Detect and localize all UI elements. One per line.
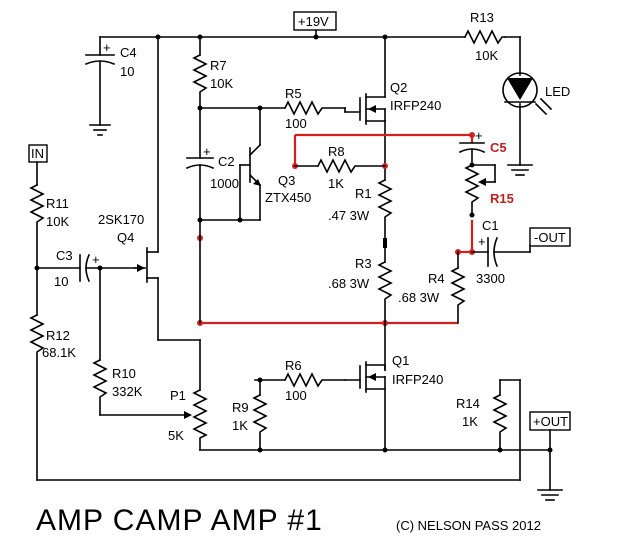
svg-text:1K: 1K [232,418,248,433]
svg-text:332K: 332K [112,384,143,399]
svg-text:R11: R11 [46,196,69,211]
resistor-r6: R6 100 [254,358,346,403]
svg-text:2SK170: 2SK170 [98,212,144,227]
transistor-q3: Q3 ZTX450 [197,143,311,223]
svg-text:.68 3W: .68 3W [398,290,440,305]
svg-text:Q4: Q4 [117,230,134,245]
svg-text:.68 3W: .68 3W [328,276,370,291]
svg-text:10: 10 [120,64,134,79]
svg-text:-OUT: -OUT [534,230,566,245]
svg-text:R12: R12 [46,328,70,343]
port-out-positive: +OUT [529,411,571,501]
svg-text:R5: R5 [285,86,302,101]
svg-text:R1: R1 [355,186,372,201]
svg-text:R9: R9 [232,400,249,415]
svg-text:10K: 10K [210,76,233,91]
svg-text:10K: 10K [46,214,69,229]
svg-text:Q2: Q2 [390,80,407,95]
svg-text:R7: R7 [210,58,227,73]
resistor-r3: R3 .68 3W [328,247,393,324]
copyright: (C) NELSON PASS 2012 [396,518,541,533]
svg-text:Q1: Q1 [392,353,409,368]
svg-text:R14: R14 [456,396,480,411]
svg-text:R13: R13 [470,10,494,25]
svg-text:Q3: Q3 [278,173,295,188]
svg-text:.47 3W: .47 3W [328,208,370,223]
modification-wiring [197,132,475,326]
svg-text:10: 10 [54,274,68,289]
svg-text:ZTX450: ZTX450 [265,190,311,205]
schematic-title: AMP CAMP AMP #1 [36,504,323,537]
svg-text:R8: R8 [328,144,345,159]
svg-text:+: + [103,40,111,55]
svg-text:10K: 10K [475,48,498,63]
port-in: IN [28,144,48,163]
svg-text:C2: C2 [218,154,235,169]
svg-text:R15: R15 [490,191,514,206]
capacitor-c1: + C1 3300 [471,218,531,286]
svg-text:LED: LED [545,84,570,99]
svg-text:C3: C3 [56,248,73,263]
supply-rail: +19V [99,11,521,76]
svg-text:C5: C5 [490,140,507,155]
resistor-r5: R5 100 [197,86,346,146]
svg-text:IN: IN [31,146,44,161]
svg-text:R10: R10 [112,366,136,381]
capacitor-c4: + C4 10 [84,36,137,136]
svg-text:R3: R3 [355,256,372,271]
svg-text:IRFP240: IRFP240 [390,98,441,113]
resistor-r7: R7 10K [192,36,233,109]
svg-text:R4: R4 [428,271,445,286]
svg-text:IRFP240: IRFP240 [392,372,443,387]
potentiometer-p1: P1 5K [168,388,551,451]
mid-wiring [199,219,386,371]
resistor-r12: R12 68.1K [29,267,521,481]
svg-text:+: + [478,234,486,249]
capacitor-c5: + C5 [458,128,507,166]
svg-text:100: 100 [285,388,307,403]
resistor-r9: R9 1K [232,377,268,453]
svg-text:3300: 3300 [476,271,505,286]
supply-label: +19V [298,14,329,29]
svg-text:+OUT: +OUT [533,414,568,429]
svg-text:+: + [92,252,100,267]
svg-text:100: 100 [285,116,307,131]
resistor-r4: R4 .68 3W [398,251,466,324]
mosfet-q2: Q2 IRFP240 [344,36,441,181]
led: LED [502,72,570,176]
capacitor-c2: + C2 1000 [185,107,239,221]
svg-text:+: + [203,144,211,159]
resistor-r11: R11 10K [29,161,69,269]
svg-text:R6: R6 [285,358,302,373]
svg-text:C4: C4 [120,45,137,60]
svg-text:C1: C1 [482,218,499,233]
resistor-r14: R14 1K [456,379,521,481]
trimmer-r15: R15 [464,162,514,218]
svg-text:1000: 1000 [210,176,239,191]
svg-text:68.1K: 68.1K [42,345,76,360]
resistor-r8: R8 1K [294,144,386,191]
svg-text:1K: 1K [462,414,478,429]
resistor-r13: R13 10K [463,10,506,63]
svg-text:1K: 1K [328,176,344,191]
capacitor-c3: + C3 10 [34,248,136,289]
mosfet-q1: Q1 IRFP240 [344,353,443,453]
resistor-r1: R1 .47 3W [328,178,393,248]
svg-text:+: + [475,128,483,143]
svg-text:5K: 5K [168,428,184,443]
resistor-r10: R10 332K [92,267,192,419]
port-out-negative: -OUT [529,227,571,247]
jfet-q4: 2SK170 Q4 [98,34,201,391]
svg-text:P1: P1 [170,388,186,403]
